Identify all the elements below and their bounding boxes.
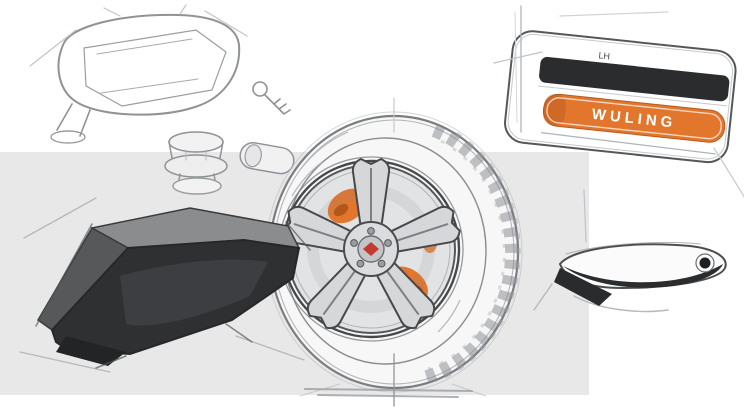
badge-lh-mark: LH — [598, 50, 610, 61]
key-sketch — [252, 81, 291, 115]
bushing-sketch — [164, 131, 295, 195]
badge-to-handle-guide — [713, 147, 744, 198]
dark-mirror-sketch — [19, 197, 311, 373]
ground-tick-lines — [299, 383, 487, 397]
badge-sketch: LH WULING — [504, 30, 737, 164]
mirror-base-ellipse — [50, 130, 86, 144]
lug-nut-4 — [356, 259, 365, 268]
mirror-overshoot-strokes — [35, 221, 311, 369]
handle-vertical-guide — [583, 189, 587, 243]
door-handle-sketch — [533, 241, 727, 313]
bushing-hatching — [185, 149, 207, 161]
handle-grip-fin — [554, 268, 612, 306]
badge-band-border — [546, 97, 722, 140]
lug-nut-5 — [350, 239, 358, 247]
sidewall-hatching — [291, 131, 461, 333]
handle-underside — [563, 264, 723, 288]
wuling-logo-mark — [363, 242, 379, 256]
handle-keyhole — [699, 257, 711, 269]
keyhole-ring — [695, 253, 715, 273]
tire-tread-arc-inner — [427, 139, 506, 371]
badge-orange-band — [542, 93, 726, 143]
top-horizontal-guide — [559, 11, 669, 17]
key-shaft — [264, 94, 291, 115]
badge-band-underline — [537, 85, 727, 107]
bushing-top-ring — [168, 131, 224, 153]
mirror-construction-lines — [19, 197, 305, 373]
lug-nut-1 — [367, 227, 375, 235]
mirror-face-outline — [83, 29, 227, 107]
brake-caliper-upper-shade — [333, 203, 349, 217]
badge-dark-band — [539, 56, 730, 102]
handle-body — [558, 243, 727, 290]
badge-bottom-sketch-line — [541, 132, 716, 155]
key-head — [252, 81, 268, 97]
stray-construction-lines — [29, 4, 248, 67]
mirror-bottom-fin — [56, 336, 126, 366]
handle-top-sketch-line — [565, 241, 701, 255]
tire-tread-arc-outer — [435, 131, 521, 383]
bushing-flange — [164, 154, 228, 178]
mirror-arm-lines — [56, 103, 91, 137]
badge-plate-echo — [507, 33, 733, 160]
ground-lines — [304, 388, 473, 398]
construction-lines — [393, 5, 744, 243]
handle-ghost-strokes — [533, 283, 669, 313]
mirror-face-lines — [96, 38, 199, 94]
mirror-outline-sketch — [29, 4, 248, 144]
bushing-capsule — [239, 141, 295, 175]
capsule-end — [244, 144, 262, 168]
wheel-sketch — [265, 111, 523, 393]
badge-left-tick — [493, 51, 543, 64]
lug-nut-3 — [377, 259, 386, 268]
mirror-housing-outline — [57, 13, 241, 116]
mirror-glass-reflection — [120, 259, 268, 326]
bushing-base — [172, 177, 222, 195]
badge-vertical-guide-echo — [514, 11, 518, 123]
ground-shadow-sketch — [299, 353, 487, 407]
lug-nut-2 — [384, 239, 392, 247]
